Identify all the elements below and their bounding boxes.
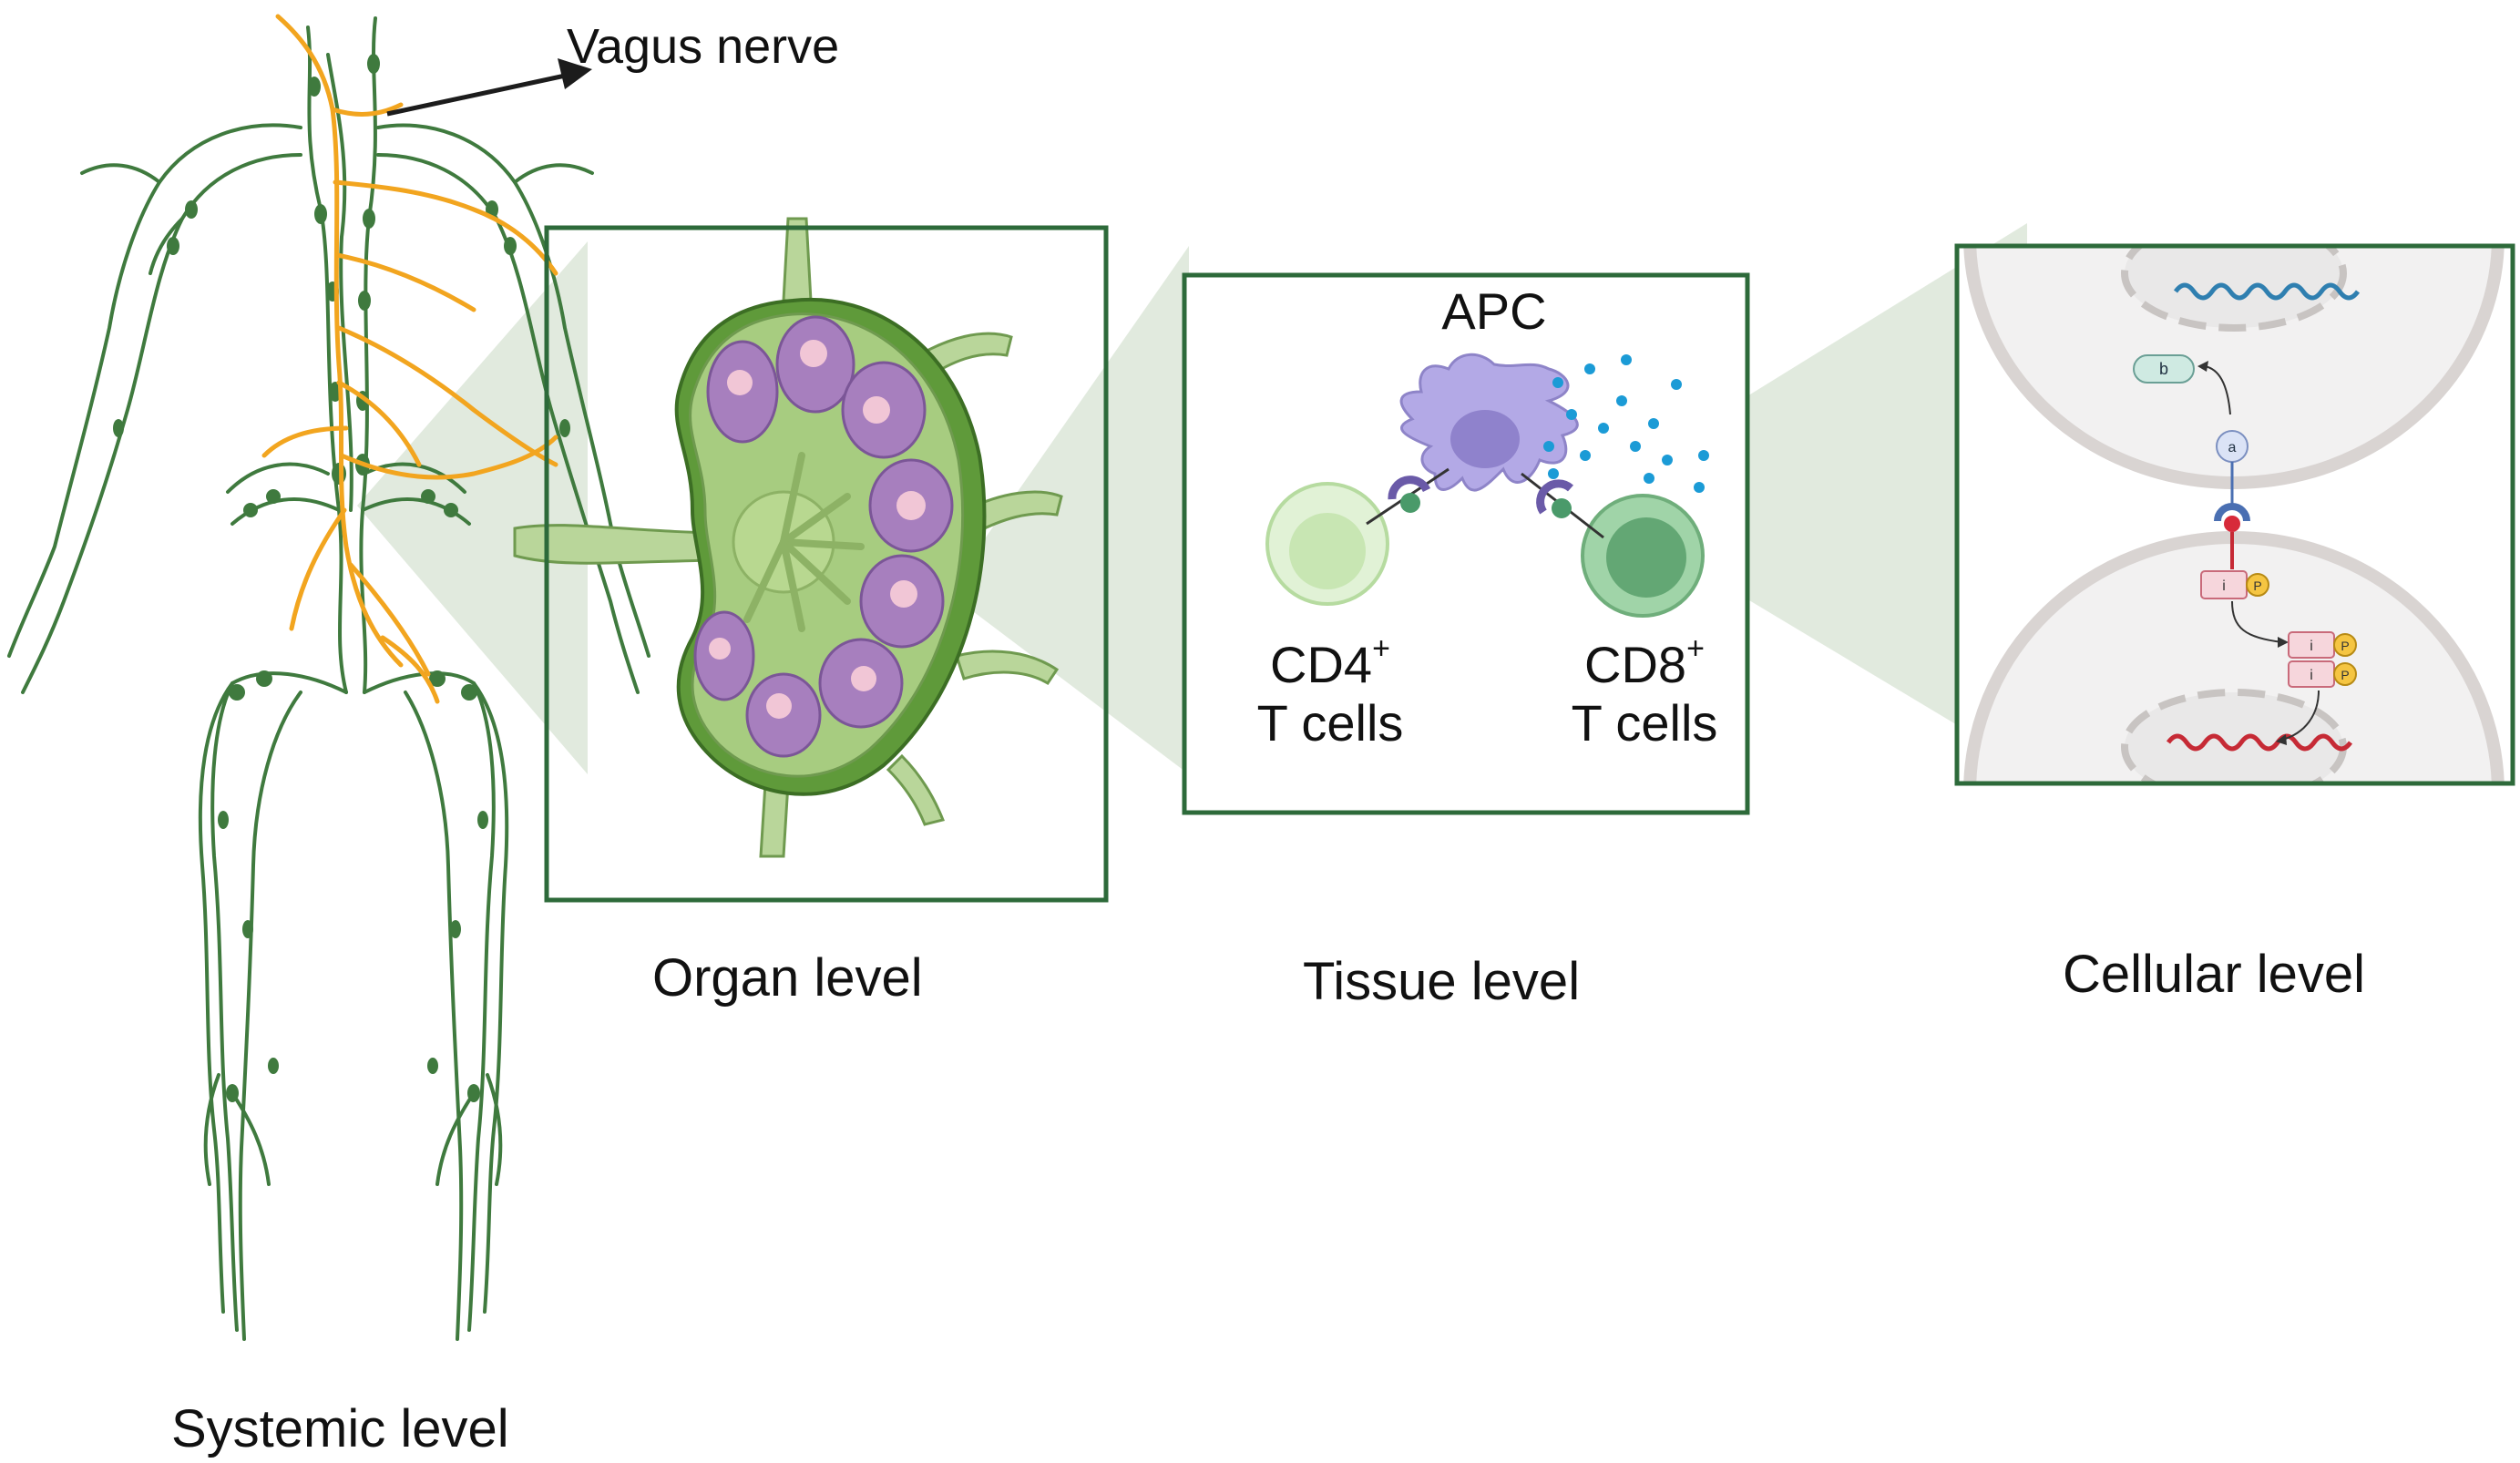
vagus-nerve-label: Vagus nerve (567, 19, 840, 74)
svg-text:i: i (2310, 668, 2313, 683)
cd8-t-cells-label: T cells (1571, 694, 1718, 752)
tissue-panel (1182, 272, 1750, 815)
svg-text:a: a (2228, 440, 2237, 455)
svg-text:i: i (2222, 578, 2226, 594)
zoom-wedge-organ-to-tissue (948, 246, 1189, 774)
immune-synapses (1366, 467, 1604, 539)
svg-text:P: P (2253, 578, 2261, 593)
cytokine-dots (1543, 354, 1709, 493)
organ-panel (513, 217, 1109, 903)
lymph-node-illustration (513, 217, 1063, 858)
svg-text:b: b (2159, 360, 2168, 378)
cd8-label-wrap: CD8+ T cells (1571, 631, 1718, 752)
cellular-level-label: Cellular level (2063, 945, 2366, 1004)
upper-cell (1963, 246, 2505, 489)
apc-nucleus (1450, 410, 1520, 468)
vagus-nerve (261, 14, 558, 704)
zoom-wedges (357, 223, 2027, 774)
apc-label: APC (1441, 282, 1547, 340)
apc-label-wrap: APC (1441, 282, 1547, 340)
zoom-wedge-systemic-to-organ (357, 241, 588, 774)
cellular-panel: b a i P i P i P (1954, 243, 2515, 786)
node-b (2133, 354, 2195, 384)
organ-level-label: Organ level (652, 948, 923, 1008)
systemic-level-label: Systemic level (171, 1399, 509, 1458)
cd4-t-cells-label: T cells (1256, 694, 1404, 752)
cd4-label: CD4+ (1270, 631, 1390, 693)
svg-text:P: P (2341, 639, 2349, 653)
tissue-level-label: Tissue level (1303, 952, 1581, 1011)
upper-dna-icon (2173, 282, 2361, 301)
cd8-label: CD8+ (1584, 631, 1705, 693)
svg-text:P: P (2341, 668, 2349, 682)
cd4-label-wrap: CD4+ T cells (1256, 631, 1404, 752)
vagus-arrow (386, 58, 592, 117)
zoom-wedge-tissue-to-cellular (1581, 223, 2027, 767)
svg-text:i: i (2310, 639, 2313, 654)
cellular-frame (1954, 243, 2515, 786)
organ-frame (544, 225, 1109, 903)
lower-dna-icon (2166, 733, 2353, 752)
upper-nucleus (2121, 246, 2347, 332)
